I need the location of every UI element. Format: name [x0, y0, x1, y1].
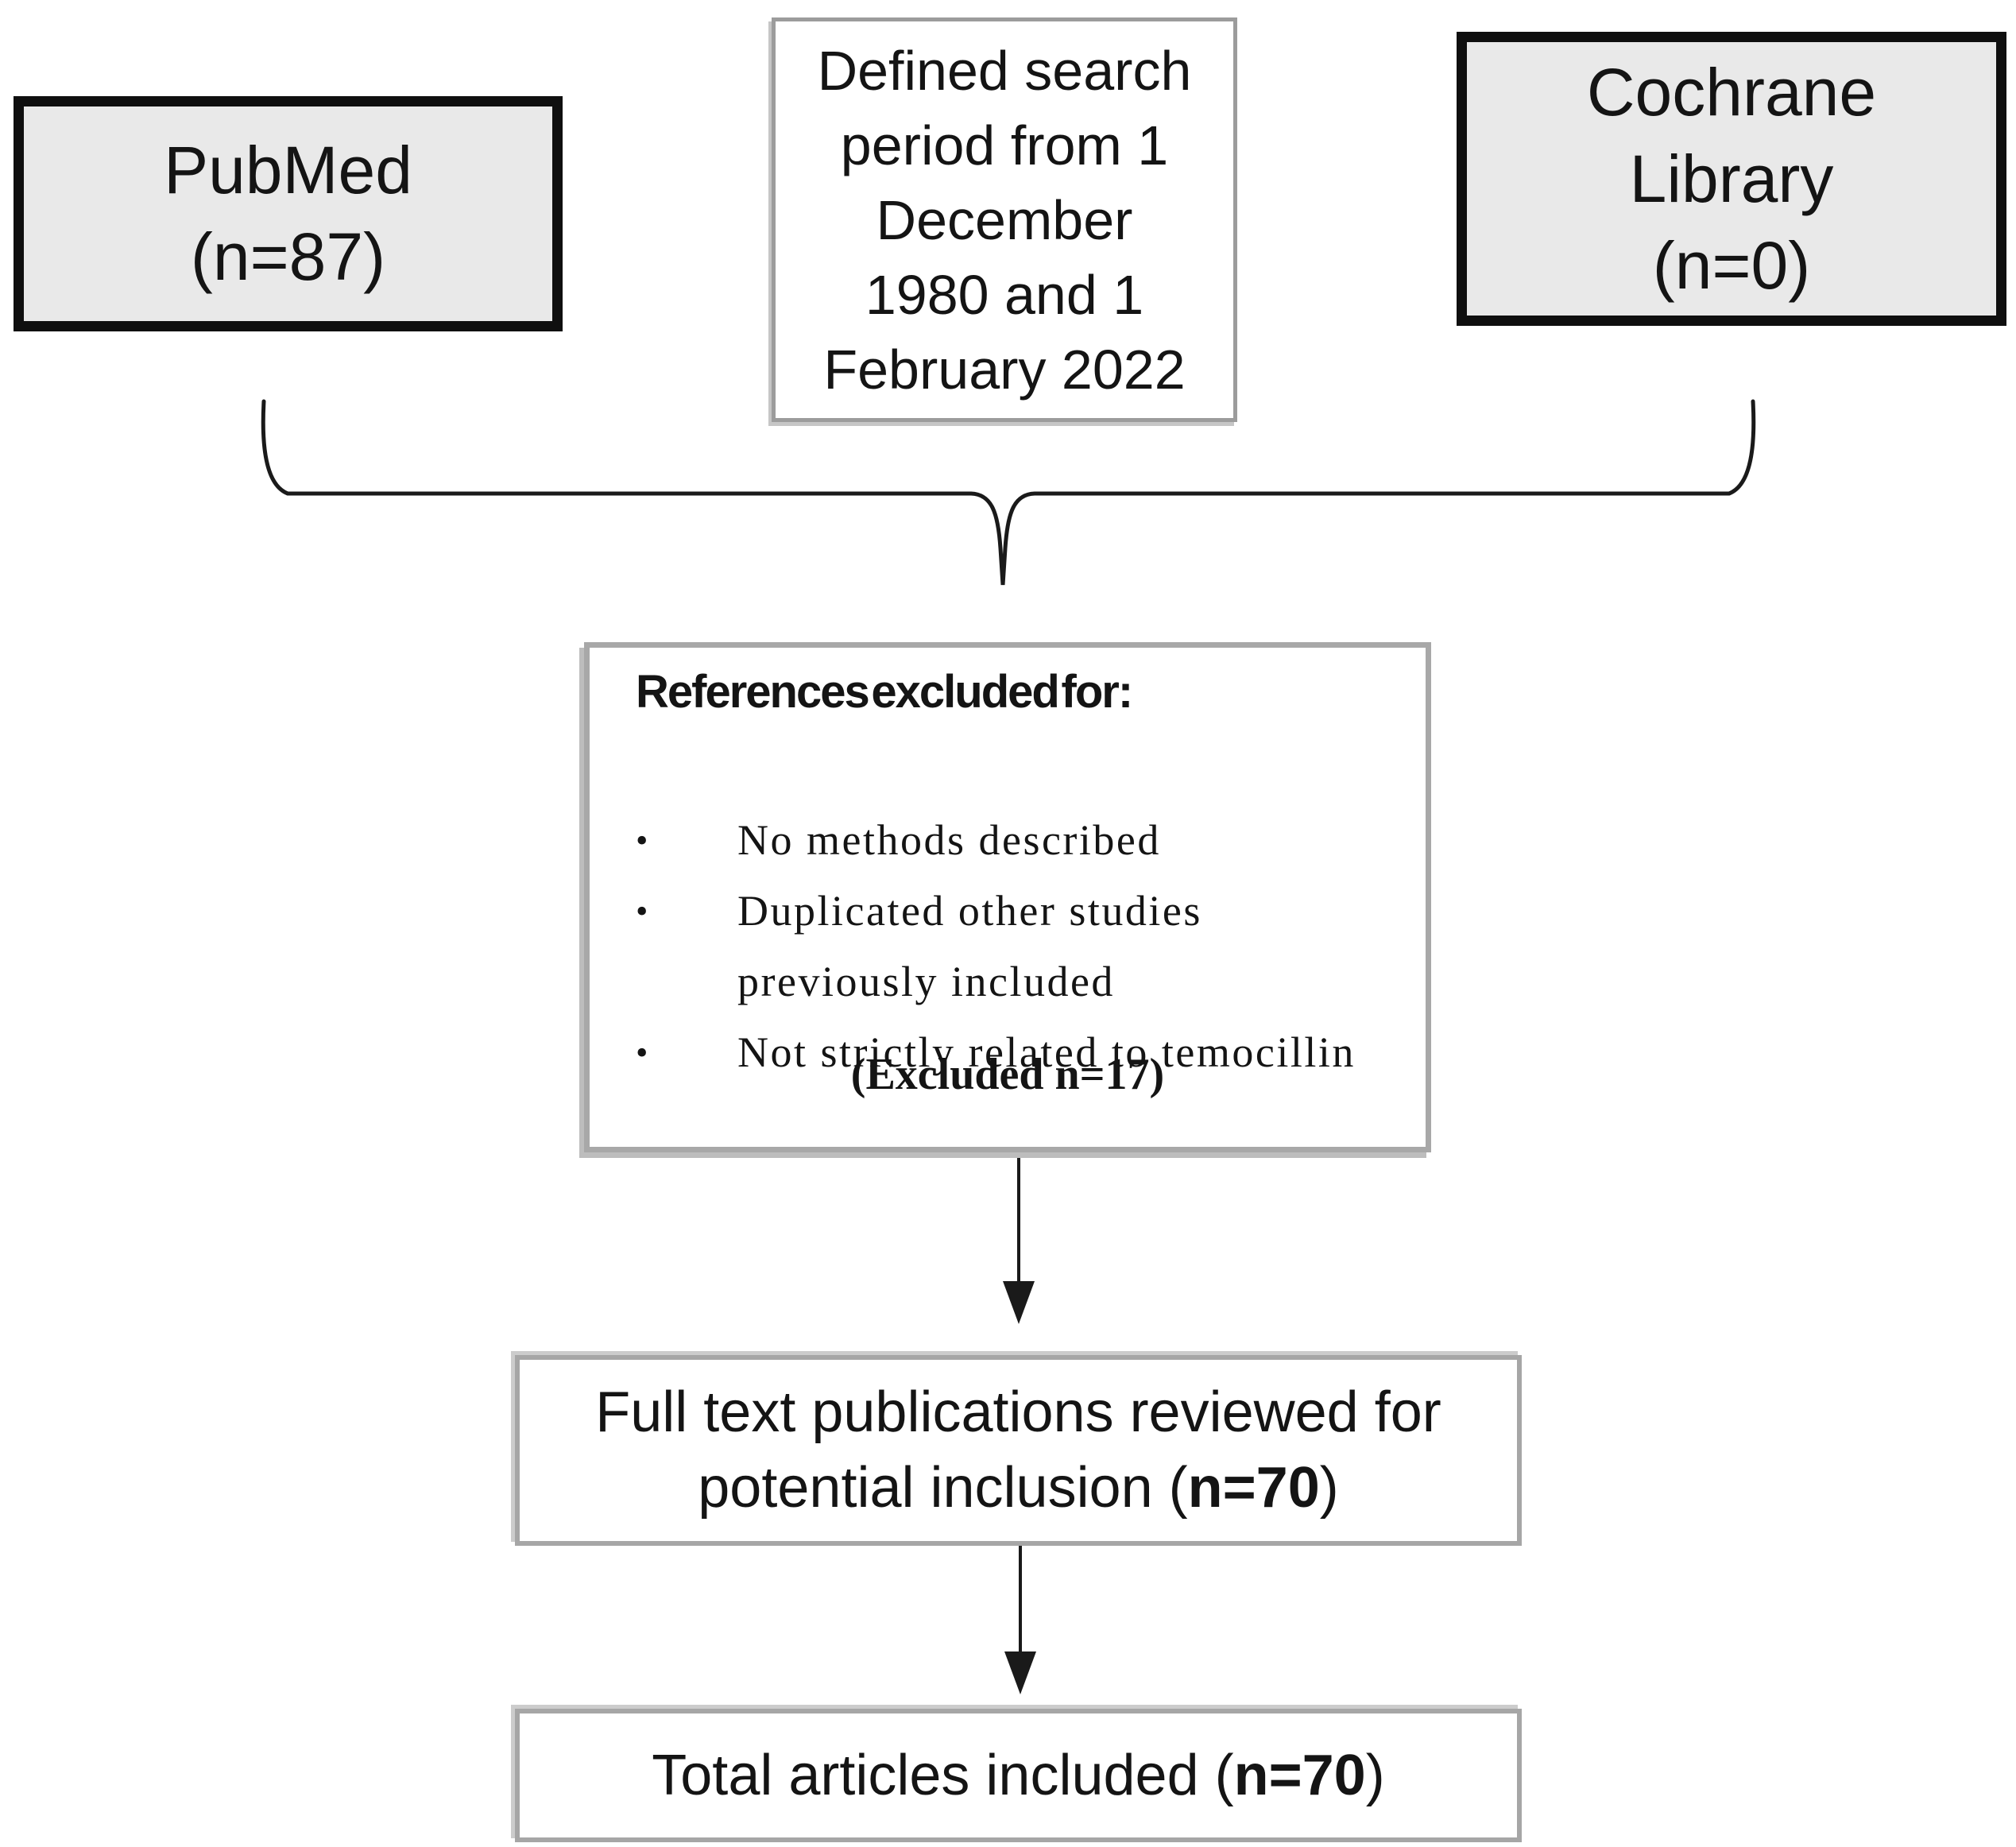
cochrane-label: Cochrane [1586, 54, 1877, 130]
pubmed-source-box: PubMed (n=87) [14, 96, 563, 331]
full-text-reviewed-box: Full text publications reviewed for pote… [515, 1355, 1522, 1546]
full-text-line: Full text publications reviewed for [595, 1380, 1441, 1444]
total-included-box: Total articles included (n=70) [515, 1709, 1522, 1842]
list-item: • Duplicated other studies previously in… [636, 876, 1394, 1017]
excluded-reason: Not strictly related to temocillin [737, 1028, 1356, 1076]
search-period-box: Defined search period from 1 December 19… [772, 17, 1237, 422]
list-item: • No methods described [636, 805, 1394, 876]
cochrane-label: Library [1629, 141, 1834, 216]
search-period-line: December [876, 188, 1133, 251]
full-text-count: n=70 [1187, 1456, 1320, 1520]
total-suffix: ) [1365, 1743, 1385, 1807]
cochrane-count: (n=0) [1652, 227, 1811, 303]
excluded-count: (Excluded n=17) [850, 1050, 1165, 1099]
bullet-dot-icon: • [636, 1033, 650, 1072]
bullet-dot-icon: • [636, 821, 650, 860]
full-text-line: potential inclusion (n=70) [698, 1450, 1338, 1526]
total-count: n=70 [1233, 1743, 1366, 1807]
down-arrow-icon [1004, 1546, 1036, 1694]
search-period-line: February 2022 [823, 338, 1186, 401]
excluded-reason: No methods described [737, 816, 1161, 864]
list-item: • Not strictly related to temocillin [636, 1017, 1394, 1088]
excluded-bullet-list: • No methods described • Duplicated othe… [636, 805, 1394, 1088]
excluded-reason: Duplicated other studies previously incl… [737, 887, 1202, 1005]
total-prefix: Total articles included ( [652, 1743, 1234, 1807]
down-arrow-icon [1003, 1154, 1035, 1324]
full-text-line2-suffix: ) [1319, 1456, 1339, 1520]
full-text-line2-prefix: potential inclusion ( [698, 1456, 1188, 1520]
cochrane-source-box: Cochrane Library (n=0) [1457, 32, 2006, 326]
search-period-line: 1980 and 1 [865, 263, 1144, 326]
search-period-line: Defined search [817, 39, 1192, 102]
search-period-line: period from 1 [840, 114, 1169, 176]
merge-brace [261, 399, 1756, 586]
references-excluded-box: References excluded for: • No methods de… [584, 642, 1431, 1152]
pubmed-count: (n=87) [190, 219, 386, 294]
excluded-heading: References excluded for: [636, 666, 1133, 718]
total-line: Total articles included (n=70) [652, 1738, 1384, 1814]
pubmed-label: PubMed [164, 133, 412, 207]
bullet-dot-icon: • [636, 892, 650, 931]
